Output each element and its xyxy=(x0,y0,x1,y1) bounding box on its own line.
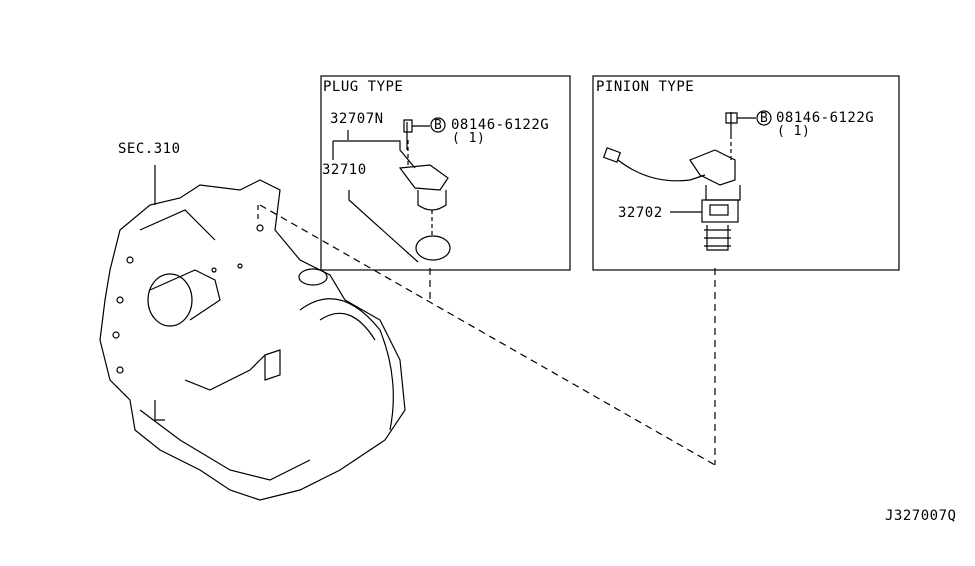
part-number-32702[interactable]: 32702 xyxy=(618,205,663,221)
plug-bolt-quantity: ( 1) xyxy=(452,131,486,146)
pinion-bolt-part-number[interactable]: 08146-6122G xyxy=(776,110,875,126)
pinion-bolt-quantity: ( 1) xyxy=(777,124,811,139)
pinion-type-title: PINION TYPE xyxy=(596,79,695,95)
pinion-sensor-illustration xyxy=(602,112,756,251)
plug-sensor-illustration xyxy=(332,119,451,263)
diagram-code: J327007Q xyxy=(885,508,957,524)
transmission-illustration xyxy=(99,165,406,501)
pinion-type-box xyxy=(592,75,900,271)
part-number-32710[interactable]: 32710 xyxy=(322,162,367,178)
plug-bolt-code: B xyxy=(434,118,443,133)
plug-type-box xyxy=(320,75,571,271)
plug-type-title: PLUG TYPE xyxy=(323,79,404,95)
pinion-bolt-code: B xyxy=(760,111,769,126)
part-number-32707n[interactable]: 32707N xyxy=(330,111,384,127)
section-reference[interactable]: SEC.310 xyxy=(118,141,181,157)
plug-bolt-badge xyxy=(430,117,446,133)
pinion-bolt-badge xyxy=(756,110,772,126)
plug-bolt-part-number[interactable]: 08146-6122G xyxy=(451,117,550,133)
